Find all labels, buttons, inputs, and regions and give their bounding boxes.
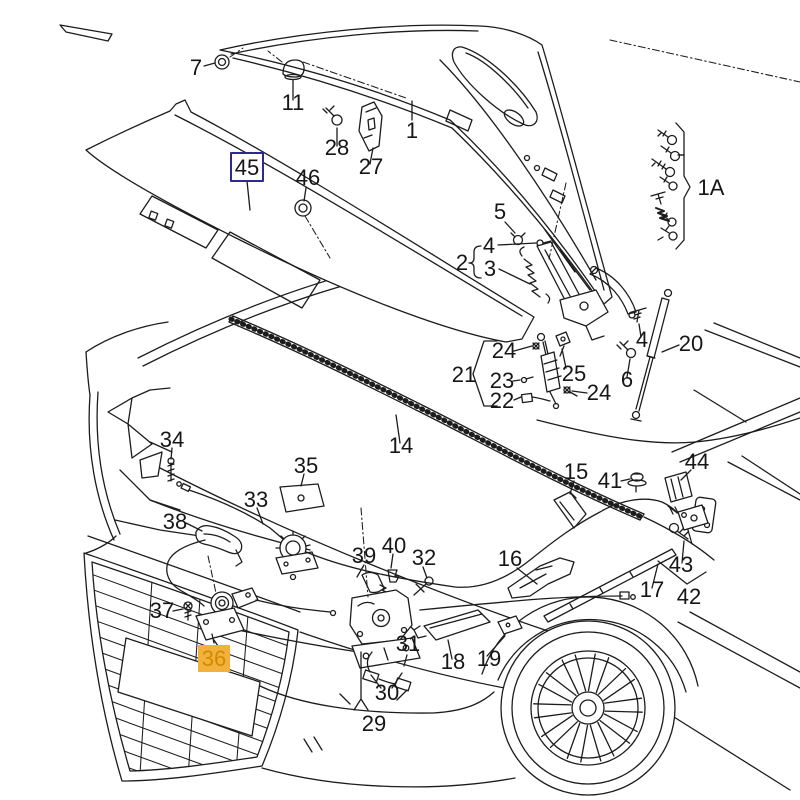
- part-label-37[interactable]: 37: [150, 598, 174, 623]
- part-label-11[interactable]: 11: [282, 90, 305, 115]
- part-label-34[interactable]: 34: [160, 427, 184, 452]
- part-label-35[interactable]: 35: [294, 453, 318, 478]
- part-label-5[interactable]: 5: [494, 199, 506, 224]
- part-label-1[interactable]: 1: [406, 118, 418, 143]
- hood-lock-drawing: [329, 571, 421, 692]
- highlighted-callout-36[interactable]: [198, 645, 230, 672]
- boxed-callout-45[interactable]: [230, 152, 264, 182]
- part-label-17[interactable]: 17: [640, 577, 664, 602]
- construction-lines-drawing: [207, 39, 800, 598]
- cowl-panel-drawing: [85, 99, 535, 343]
- part-label-32[interactable]: 32: [412, 545, 436, 570]
- part-label-30[interactable]: 30: [375, 680, 399, 705]
- lock-cylinder-drawing: [166, 524, 331, 653]
- part-label-6[interactable]: 6: [621, 367, 633, 392]
- part-label-44[interactable]: 44: [685, 449, 709, 474]
- part-label-19[interactable]: 19: [477, 646, 501, 671]
- fastener-kit-drawing: [650, 129, 685, 241]
- part-label-43[interactable]: 43: [669, 552, 693, 577]
- part-label-14[interactable]: 14: [389, 433, 413, 458]
- part-label-25[interactable]: 25: [562, 361, 586, 386]
- part-label-24a[interactable]: 24: [492, 338, 516, 363]
- part-label-21[interactable]: 21: [452, 362, 476, 387]
- part-label-28[interactable]: 28: [325, 135, 349, 160]
- part-label-46[interactable]: 46: [296, 165, 320, 190]
- windshield-corner-drawing: [59, 24, 113, 42]
- part-label-39[interactable]: 39: [352, 543, 376, 568]
- hinge-assembly-drawing: [510, 232, 647, 359]
- part-label-33[interactable]: 33: [244, 487, 268, 512]
- part-label-36[interactable]: 36: [202, 646, 226, 671]
- part-label-42[interactable]: 42: [677, 584, 701, 609]
- part-label-7[interactable]: 7: [190, 55, 202, 80]
- part-label-18[interactable]: 18: [441, 649, 465, 674]
- hood-seal-drawing: [228, 315, 715, 561]
- part-label-24b[interactable]: 24: [587, 380, 611, 405]
- part-label-4b[interactable]: 4: [636, 327, 648, 352]
- part-label-40[interactable]: 40: [382, 533, 406, 558]
- left-fender-drawing: [85, 321, 311, 554]
- part-label-45[interactable]: 45: [235, 155, 259, 180]
- part-label-20[interactable]: 20: [679, 331, 703, 356]
- part-label-2[interactable]: 2: [456, 250, 468, 275]
- part-label-15[interactable]: 15: [564, 459, 588, 484]
- part-label-1A[interactable]: 1A: [698, 175, 725, 200]
- hood-small-parts-drawing: [214, 54, 383, 152]
- grille-drawing: [83, 535, 301, 782]
- bumper-drawing: [237, 629, 516, 788]
- hood-panel-drawing: [219, 24, 613, 305]
- part-label-16[interactable]: 16: [498, 546, 522, 571]
- part-label-29[interactable]: 29: [362, 711, 386, 736]
- part-label-22[interactable]: 22: [490, 388, 514, 413]
- release-cable-drawing: [167, 457, 687, 611]
- part-label-38[interactable]: 38: [163, 509, 187, 534]
- wheel-drawing: [481, 596, 699, 796]
- part-label-23[interactable]: 23: [490, 368, 514, 393]
- damper-group-drawing: [520, 332, 578, 410]
- part-label-4a[interactable]: 4: [483, 233, 495, 258]
- gas-strut-drawing: [630, 288, 673, 422]
- part-label-27[interactable]: 27: [359, 154, 383, 179]
- leader-lines: [170, 62, 707, 711]
- part-label-31[interactable]: 31: [396, 631, 420, 656]
- part-label-41[interactable]: 41: [598, 468, 622, 493]
- part-labels: 7 11 28 27 1 1A 45 46 5 4 2 3 20 24 21 2…: [150, 55, 725, 736]
- part-label-3[interactable]: 3: [484, 256, 496, 281]
- carrier-parts-drawing: [409, 471, 717, 641]
